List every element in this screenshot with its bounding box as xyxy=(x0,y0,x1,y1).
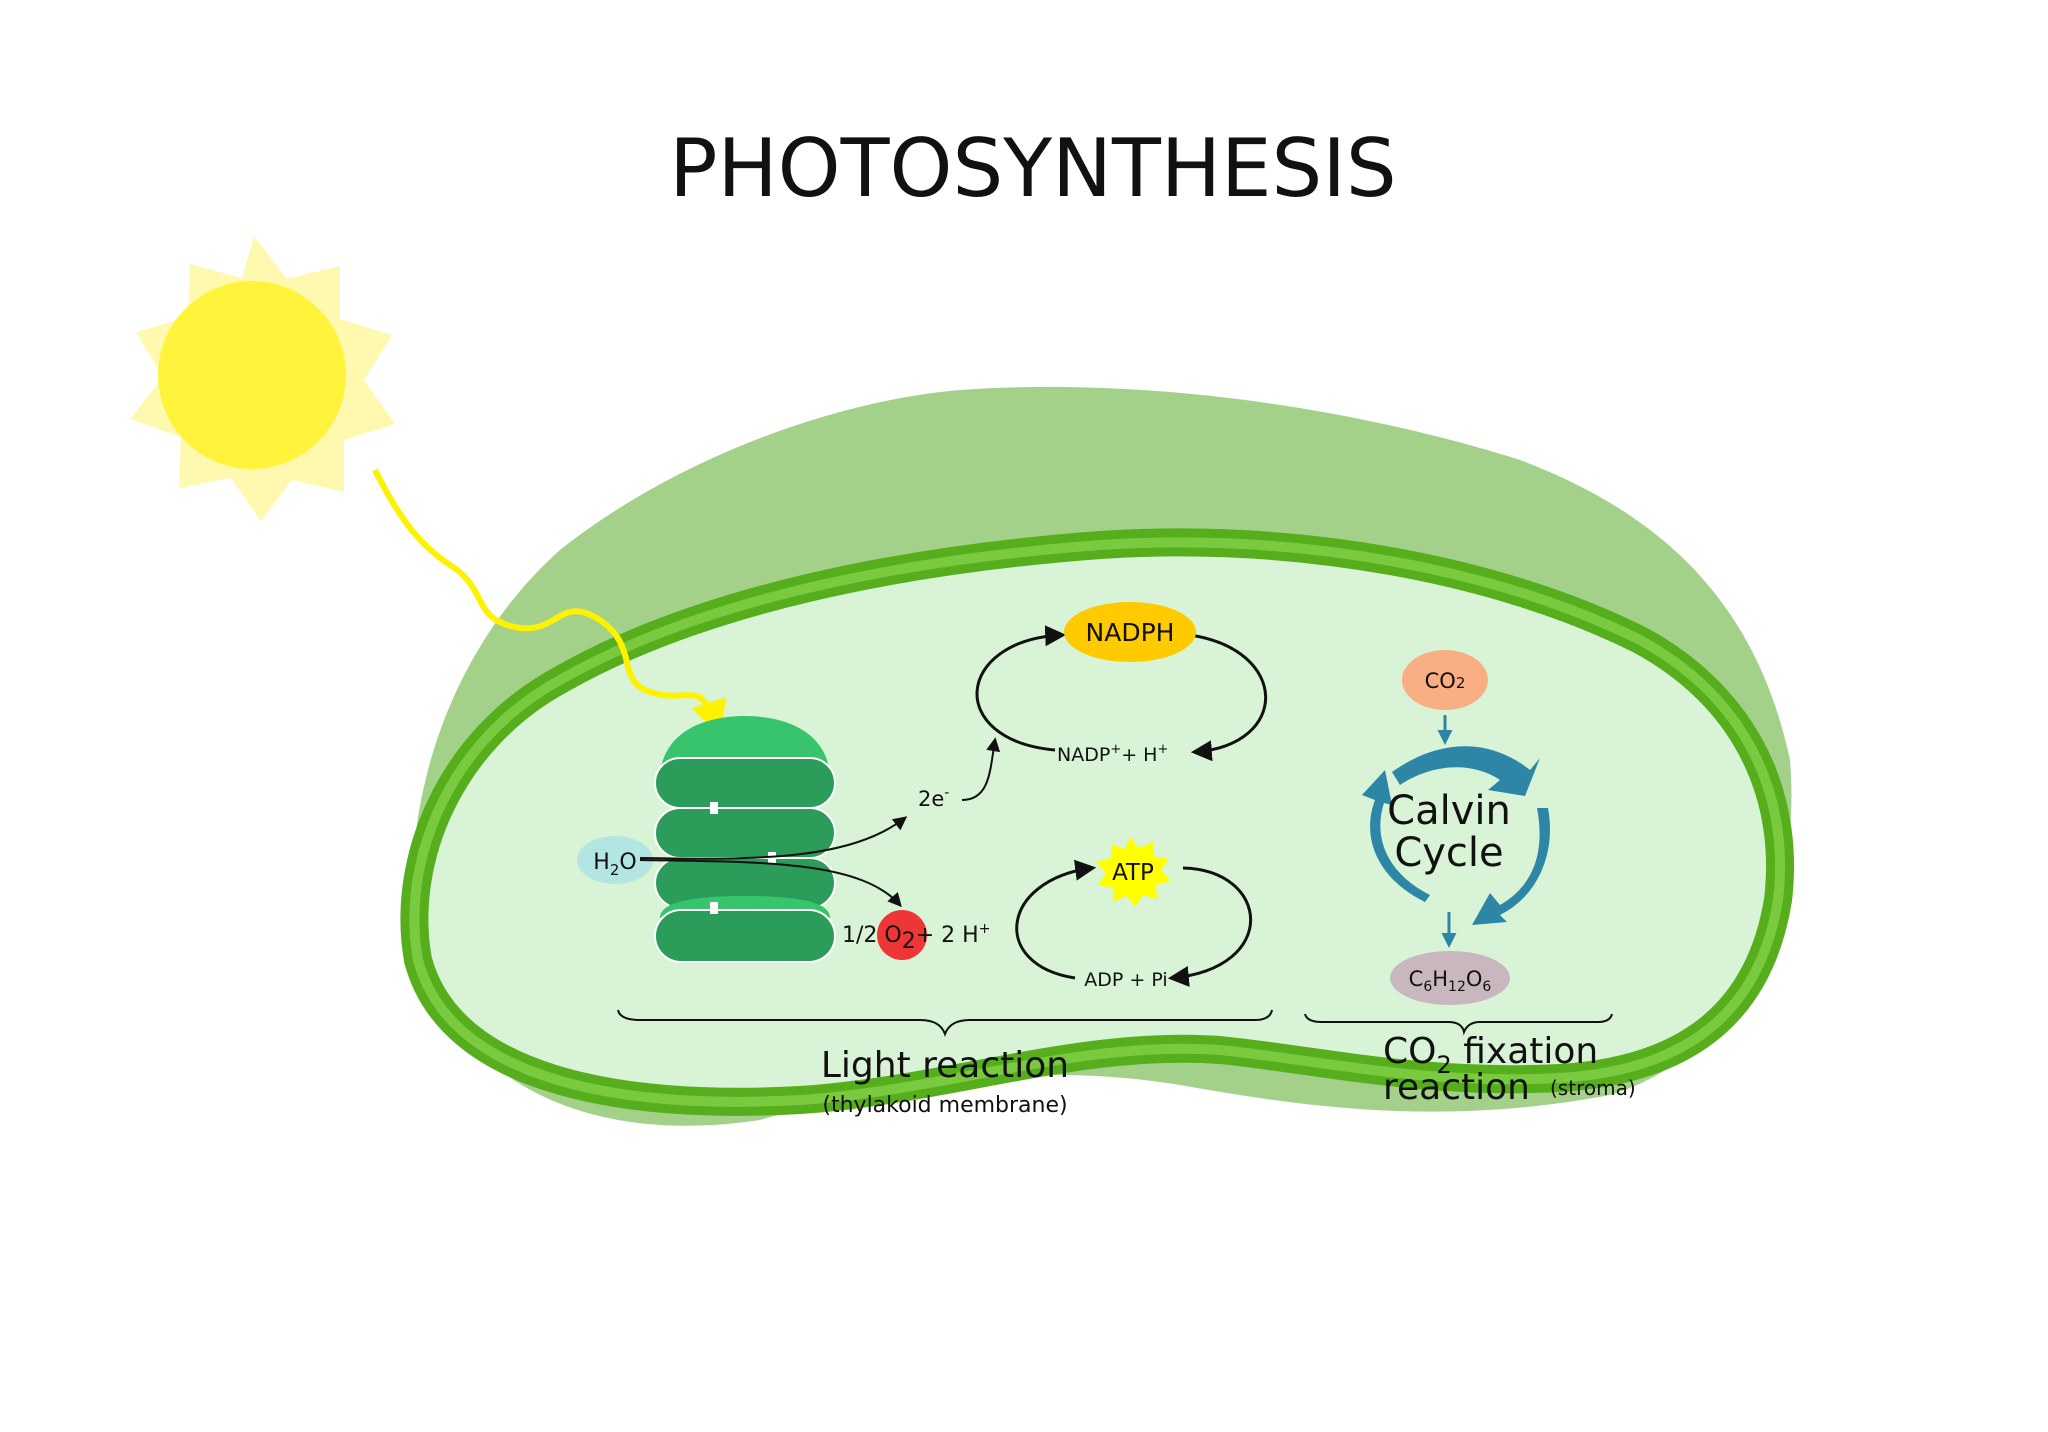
light-reaction-brace xyxy=(617,1009,1273,1037)
co2-fixation-label-line2: reaction xyxy=(1383,1067,1530,1108)
co2-fixation-brace xyxy=(1304,1013,1613,1036)
oxygen-arrow xyxy=(639,859,902,908)
co2-fixation-sublabel: (stroma) xyxy=(1550,1076,1636,1100)
svg-text:CO2: CO2 xyxy=(1425,669,1466,693)
page-title: PHOTOSYNTHESIS xyxy=(669,122,1396,215)
electrons-label: 2e- xyxy=(918,785,949,811)
svg-text:C6H12O6: C6H12O6 xyxy=(1409,967,1492,995)
atp-cycle: ATP ADP + Pi xyxy=(1015,837,1253,991)
adp-label: ADP + Pi xyxy=(1084,969,1167,991)
h2o-molecule: H2O xyxy=(577,836,653,884)
cycle-arrows-icon xyxy=(1362,746,1550,925)
electron-arrow xyxy=(639,816,908,860)
thylakoid-stack-icon xyxy=(654,716,836,963)
electron-to-nadp-arrow xyxy=(961,737,1001,801)
calvin-cycle-label-line1: Calvin xyxy=(1387,788,1511,834)
atp-label: ATP xyxy=(1112,860,1154,886)
co2-fixation-label: CO2 fixation xyxy=(1383,1031,1598,1079)
nadph-label: NADPH xyxy=(1086,618,1175,647)
light-reaction-label: Light reaction xyxy=(821,1045,1069,1086)
nadph-molecule xyxy=(1064,602,1196,662)
o2-molecule xyxy=(877,910,927,960)
nadp-label: NADP++ H+ xyxy=(1057,742,1168,766)
nadph-cycle: NADPH NADP++ H+ xyxy=(975,602,1268,766)
wavy-arrow-icon xyxy=(372,468,727,737)
sun-icon xyxy=(130,236,395,521)
light-reaction-sublabel: (thylakoid membrane) xyxy=(822,1093,1067,1118)
co2-molecule: CO2 xyxy=(1402,650,1488,710)
inner-membrane-highlight xyxy=(409,537,1786,1107)
svg-text:H2O: H2O xyxy=(593,850,636,879)
o2-products-label: 1/2 O2+ 2 H+ xyxy=(842,921,990,954)
atp-starburst xyxy=(1096,837,1171,907)
calvin-cycle-label-line2: Cycle xyxy=(1394,830,1503,876)
glucose-molecule: C6H12O6 xyxy=(1390,951,1510,1005)
